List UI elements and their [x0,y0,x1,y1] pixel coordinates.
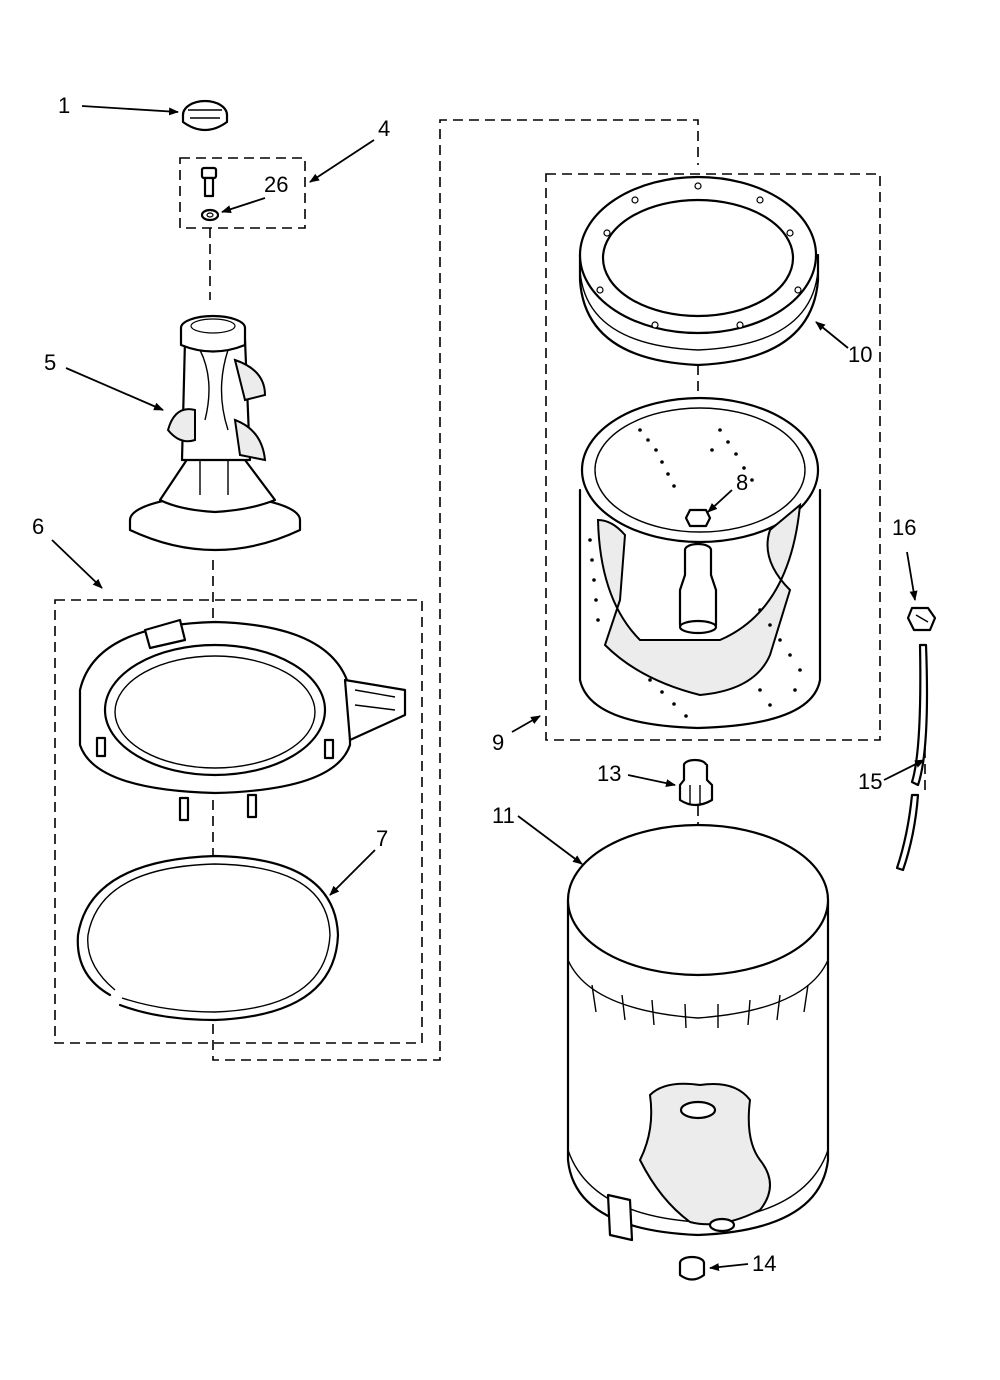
part-15-hose [895,643,929,872]
part-1-cap [181,99,229,132]
callout-10: 10 [848,342,872,367]
callout-7: 7 [376,826,388,851]
callout-14: 14 [752,1251,776,1276]
callout-26: 26 [264,172,288,197]
basket-perforations [588,428,802,718]
part-5-agitator [128,314,302,552]
group-box-6 [54,599,423,1044]
callout-labels: 1 4 26 5 6 7 8 9 10 11 13 14 15 16 [32,93,916,1276]
callout-4: 4 [378,116,390,141]
part-11-outer-tub [566,823,830,1242]
tub-vent-slots [591,984,809,1029]
part-26-bolt [200,166,220,222]
part-14-plug [678,1255,706,1281]
callout-1: 1 [58,93,70,118]
part-13-hub [678,758,714,807]
group-box-4 [179,157,306,229]
part-16-clamp [906,606,937,632]
callout-16: 16 [892,515,916,540]
part-7-seal-ring [76,854,340,1022]
callout-5: 5 [44,350,56,375]
callout-15: 15 [858,769,882,794]
callout-13: 13 [597,761,621,786]
part-10-balance-ring [578,175,820,367]
callout-8: 8 [736,470,748,495]
group-box-9 [545,173,881,741]
part-9-basket [578,396,822,730]
callout-9: 9 [492,730,504,755]
part-6-tub-ring [78,618,407,822]
callout-11: 11 [492,803,515,828]
callout-6: 6 [32,514,44,539]
leader-arrows [51,105,925,1272]
